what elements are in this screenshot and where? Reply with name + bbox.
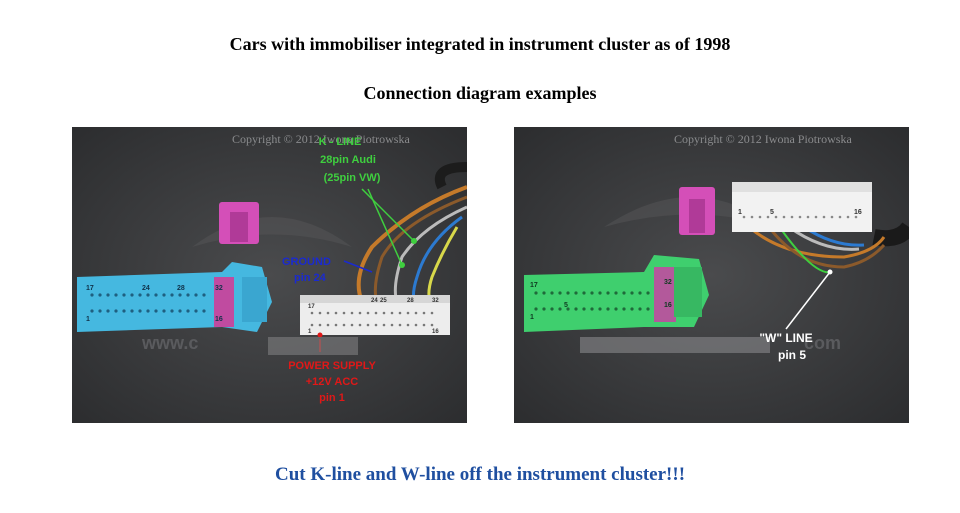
photo-right-connector-diagram: com Copyright © 2012 Iwona Piotrowska 1 … <box>514 127 909 423</box>
pin-label: 16 <box>432 329 439 335</box>
pin-label: 28 <box>407 298 414 304</box>
photo-left-illustration: www.c Copyright © 2012 Iwona Piotrowska … <box>72 127 467 423</box>
pin-label: 28 <box>177 285 185 292</box>
pin-label: 5 <box>770 209 774 216</box>
pin-label: 32 <box>432 298 439 304</box>
page-subtitle: Connection diagram examples <box>363 83 597 103</box>
pin-label: 1 <box>86 316 90 323</box>
copyright-text: Copyright © 2012 Iwona Piotrowska <box>674 132 852 146</box>
pin-label: 32 <box>215 285 223 292</box>
k-line-label: K - LINE <box>319 136 362 148</box>
pin-label: 17 <box>86 285 94 292</box>
pin-label: 1 <box>308 329 312 335</box>
pin-label: 5 <box>564 302 568 309</box>
watermark-text: www.c <box>141 333 198 353</box>
power-pin-label: pin 1 <box>319 392 345 404</box>
pin-label: 24 <box>371 298 378 304</box>
photo-right-illustration: com Copyright © 2012 Iwona Piotrowska 1 … <box>514 127 909 423</box>
w-line-pin-label: pin 5 <box>778 348 806 362</box>
pin-label: 17 <box>308 304 315 310</box>
ground-label: GROUND <box>282 256 331 268</box>
pin-label: 16 <box>215 316 223 323</box>
pin-label: 17 <box>530 282 538 289</box>
pin-label: 32 <box>664 279 672 286</box>
pin-label: 25 <box>380 298 387 304</box>
watermark-text: com <box>804 333 841 353</box>
pin-label: 1 <box>530 314 534 321</box>
k-line-audi-label: 28pin Audi <box>320 154 376 166</box>
pin-label: 1 <box>738 209 742 216</box>
page-title: Cars with immobiliser integrated in inst… <box>229 34 731 54</box>
power-voltage-label: +12V ACC <box>306 376 359 388</box>
power-supply-label: POWER SUPPLY <box>288 360 376 372</box>
w-line-label: "W" LINE <box>759 331 812 345</box>
pin-label: 16 <box>854 209 862 216</box>
pin-label: 24 <box>142 285 150 292</box>
k-line-vw-label: (25pin VW) <box>324 172 381 184</box>
pin-label: 16 <box>664 302 672 309</box>
copyright-text: Copyright © 2012 Iwona Piotrowska <box>232 132 410 146</box>
ground-pin-label: pin 24 <box>294 272 327 284</box>
call-to-action-text: Cut K-line and W-line off the instrument… <box>274 464 686 485</box>
photo-left-connector-diagram: www.c Copyright © 2012 Iwona Piotrowska … <box>72 127 467 423</box>
